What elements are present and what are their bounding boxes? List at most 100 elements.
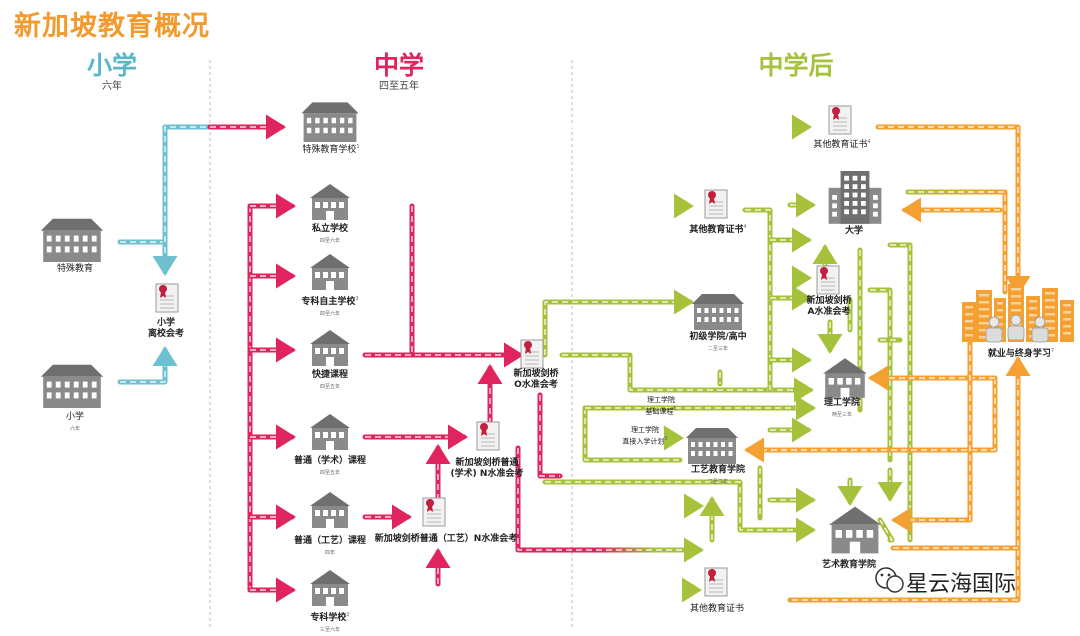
- tower-window: [852, 184, 858, 189]
- flow-line-arrowhead: [891, 507, 912, 533]
- node-employment: 就业与终身学习7: [975, 346, 1067, 360]
- building-window: [734, 317, 739, 322]
- building-window: [315, 127, 320, 134]
- university-building-icon: [828, 171, 882, 224]
- a-level-certificate-icon: [816, 265, 840, 295]
- building-window: [55, 392, 61, 399]
- house-window: [854, 378, 861, 385]
- skyline-window: [1011, 309, 1021, 312]
- building-window: [91, 381, 97, 388]
- skyline-window: [965, 334, 973, 337]
- tower-window: [832, 211, 837, 217]
- skyline-window: [1029, 321, 1037, 324]
- sub: 四至五年: [319, 470, 340, 476]
- sub: 二至三年: [707, 346, 728, 352]
- person-body: [1007, 325, 1025, 341]
- skyline-window: [1063, 304, 1071, 307]
- cert-seal: [832, 107, 840, 115]
- building-window: [82, 381, 88, 388]
- house-door: [326, 211, 334, 220]
- cert-ribbon: [481, 430, 487, 436]
- house-window: [339, 432, 344, 438]
- label: 其他教育证书: [689, 604, 744, 614]
- polytechnic-house-icon: [823, 358, 867, 398]
- o-level-certificate-icon: [520, 339, 544, 369]
- flow-line-dash: [908, 191, 1006, 292]
- flow-line-51: [877, 517, 895, 543]
- building-window: [719, 308, 724, 313]
- building-window: [691, 442, 695, 447]
- building-window: [712, 317, 716, 322]
- building-window: [691, 451, 695, 456]
- building-roof: [686, 428, 738, 438]
- building-body: [303, 113, 357, 142]
- arts-house-icon: [829, 506, 881, 554]
- flow-line-dash: [879, 519, 894, 541]
- building-window: [64, 392, 70, 399]
- skyline-window: [1011, 302, 1021, 305]
- cert-seal: [708, 191, 716, 199]
- cert-ribbon: [427, 506, 433, 512]
- flow-line-dash: [790, 360, 1019, 601]
- flow-line-25: [542, 289, 694, 358]
- building-window: [698, 451, 703, 456]
- label: 特殊教育: [56, 264, 93, 274]
- flow-line-stroke: [515, 445, 703, 553]
- building-window: [719, 317, 724, 322]
- junior-college-building-icon: [692, 294, 744, 330]
- house-window: [845, 530, 853, 538]
- sub: 四至五年: [319, 384, 340, 390]
- label2: 离校会考: [147, 329, 184, 339]
- person-body: [985, 327, 1003, 343]
- skyline-window: [997, 302, 1003, 305]
- flow-line-dash: [748, 378, 996, 451]
- building-window: [727, 317, 731, 322]
- house-window: [331, 588, 336, 594]
- flow-line-57: [891, 322, 973, 533]
- specialised-independent-house-icon: [310, 254, 350, 290]
- house-window: [331, 510, 336, 516]
- label: 私立学校: [311, 224, 348, 234]
- building-window: [704, 308, 709, 313]
- label1: 新加坡剑桥: [513, 369, 559, 379]
- building-window: [82, 246, 88, 253]
- building-roof: [40, 218, 104, 231]
- cert-ribbon: [525, 348, 531, 354]
- house-window: [323, 272, 328, 278]
- person-head: [1010, 314, 1022, 326]
- flow-line-49: [887, 242, 913, 543]
- house-roof: [829, 506, 881, 525]
- section-secondary-sub: 四至五年: [379, 81, 419, 92]
- flow-lines: [117, 60, 1031, 628]
- cert-seal: [524, 341, 532, 349]
- employment-skyline-icon: [962, 284, 1074, 343]
- house-window: [323, 202, 328, 208]
- flow-line-24: [515, 445, 704, 563]
- label2: O水准会考: [514, 380, 558, 390]
- house-roof: [310, 492, 350, 506]
- tower-window: [873, 211, 878, 217]
- flow-line-26: [559, 352, 814, 403]
- building-window: [706, 442, 710, 447]
- label1: 理工学院: [631, 426, 659, 434]
- node-other-cert-bottom: 其他教育证书: [680, 604, 754, 615]
- house-roof: [310, 184, 350, 198]
- tower-window: [844, 209, 849, 215]
- skyline-window: [1045, 313, 1055, 316]
- flow-line-55: [744, 375, 998, 463]
- house-window: [835, 530, 842, 538]
- cert-seal: [708, 569, 716, 577]
- special-education-building-icon: [40, 218, 104, 262]
- n-technical-certificate-icon: [422, 497, 446, 527]
- section-post-title: 中学后: [758, 51, 834, 80]
- house-window: [323, 510, 328, 516]
- flow-line-stroke: [542, 299, 693, 358]
- house-window: [315, 202, 320, 208]
- tower-window: [844, 184, 849, 189]
- label: 大学: [844, 226, 863, 236]
- cert-ribbon: [160, 292, 166, 298]
- skyline-window: [965, 327, 973, 330]
- flow-line-28: [582, 405, 683, 463]
- flow-line-stroke: [892, 322, 973, 523]
- node-normal-academic: 普通（学术）课程四至五年: [283, 456, 377, 479]
